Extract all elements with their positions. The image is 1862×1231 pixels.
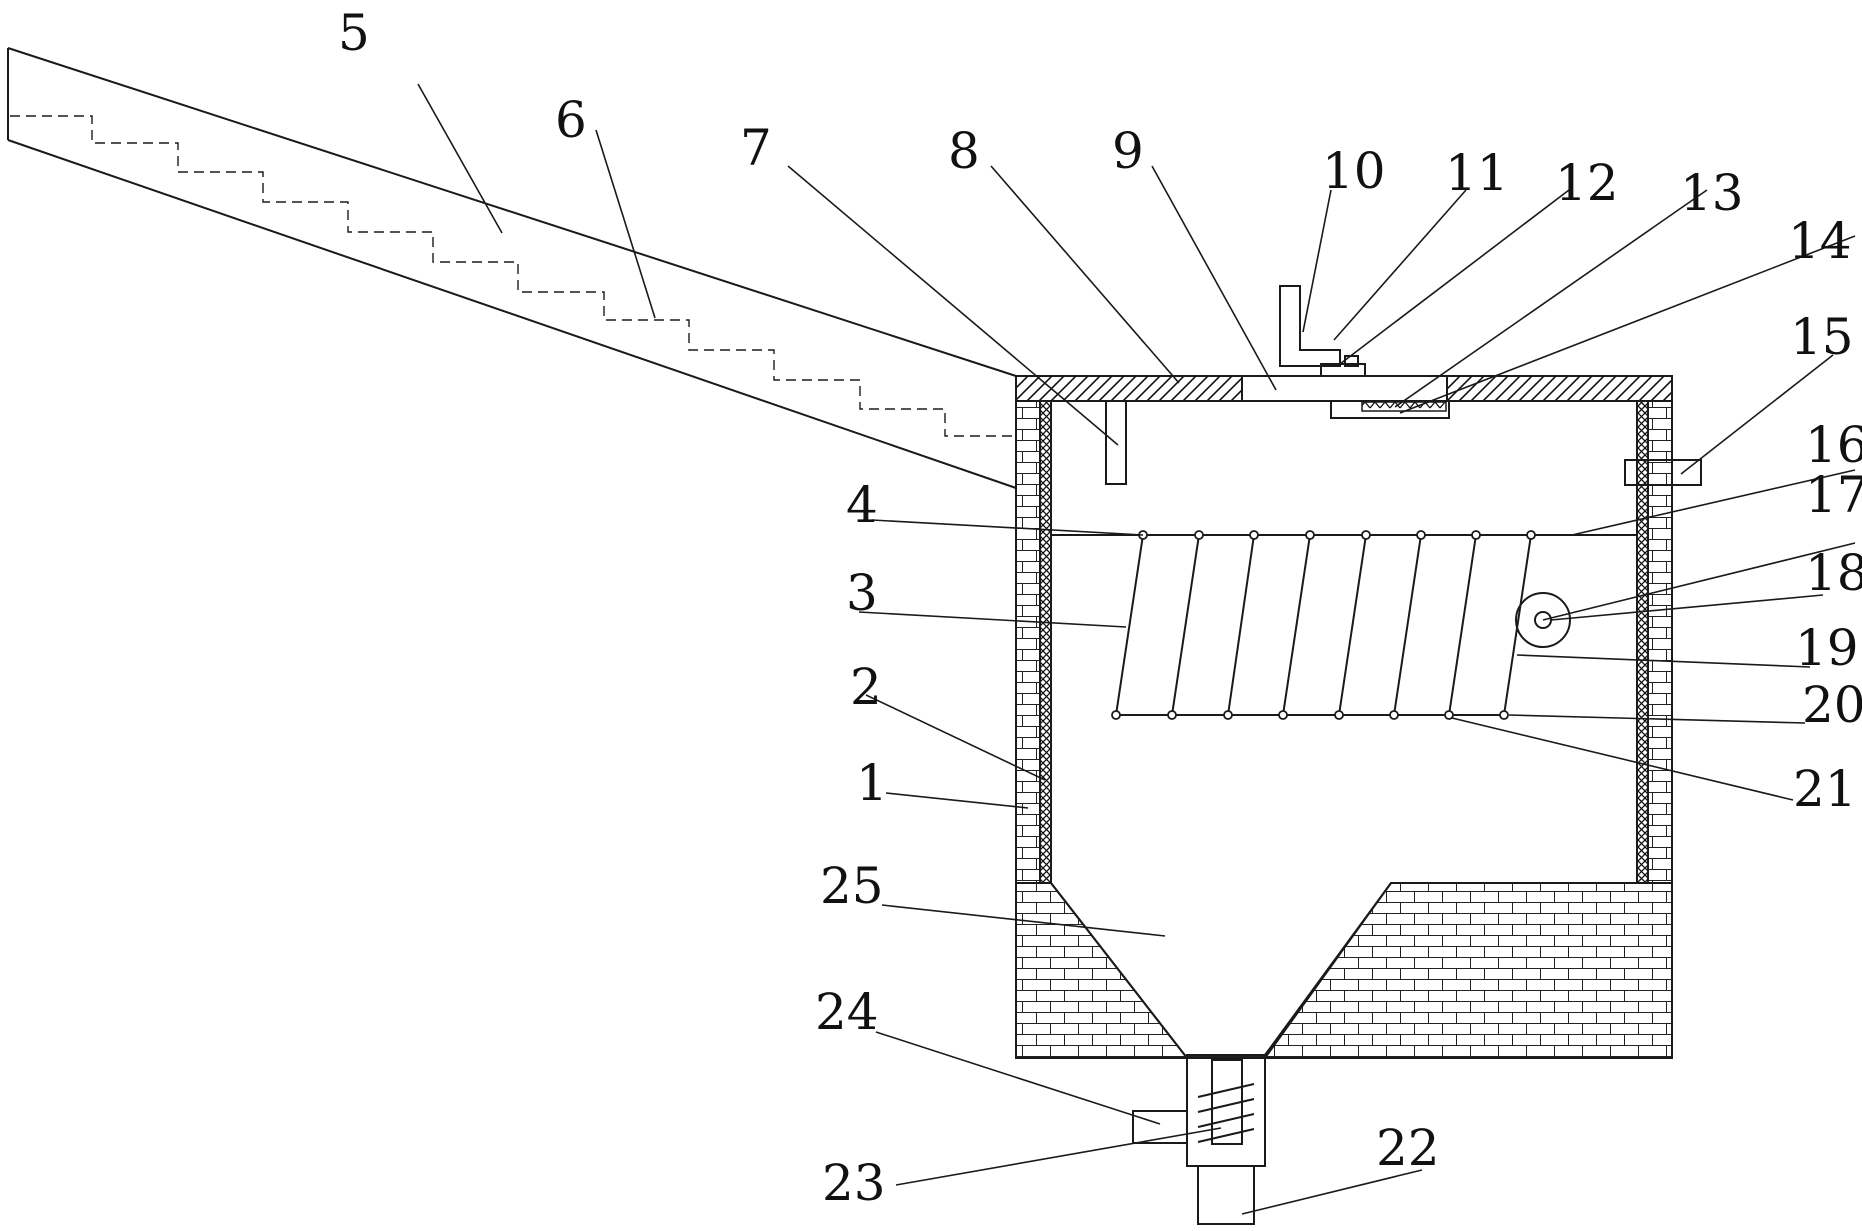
spring-wires <box>1115 534 1532 716</box>
label-4: 4 <box>846 476 878 534</box>
label-11: 11 <box>1445 144 1509 202</box>
label-19: 19 <box>1795 619 1859 677</box>
label-24: 24 <box>815 983 879 1041</box>
top-handle <box>1279 285 1366 377</box>
valve-coil <box>1197 1083 1255 1143</box>
label-15: 15 <box>1790 308 1854 366</box>
discharge-pipe <box>1132 1057 1266 1225</box>
label-22: 22 <box>1376 1119 1440 1177</box>
label-2: 2 <box>850 658 882 716</box>
inner-lining <box>1039 397 1649 884</box>
label-1: 1 <box>856 754 888 812</box>
label-17: 17 <box>1805 466 1862 524</box>
label-18: 18 <box>1805 544 1862 602</box>
label-16: 16 <box>1805 416 1862 474</box>
label-3: 3 <box>846 564 878 622</box>
valve-handle <box>1132 1110 1188 1144</box>
baffle <box>1105 400 1127 485</box>
stepped-guide <box>10 115 1014 437</box>
label-8: 8 <box>948 122 980 180</box>
label-20: 20 <box>1802 676 1862 734</box>
outer-wall <box>1015 397 1673 884</box>
rod-nodes <box>1111 530 1536 720</box>
bottom-base <box>1015 882 1673 1061</box>
label-14: 14 <box>1788 212 1852 270</box>
feed-chute <box>7 47 1017 489</box>
label-25: 25 <box>820 857 884 915</box>
label-13: 13 <box>1680 164 1744 222</box>
label-10: 10 <box>1322 142 1386 200</box>
label-7: 7 <box>740 119 772 177</box>
spring-strip <box>1361 401 1447 412</box>
label-5: 5 <box>338 4 370 62</box>
label-9: 9 <box>1112 122 1144 180</box>
label-6: 6 <box>555 91 587 149</box>
label-12: 12 <box>1555 154 1619 212</box>
label-21: 21 <box>1793 760 1857 818</box>
side-sensor <box>1624 459 1702 486</box>
top-cover <box>1015 375 1673 419</box>
part-labels: 5 6 7 8 9 10 11 12 13 14 15 16 17 18 19 … <box>338 4 1862 1212</box>
slide-plate <box>1330 400 1450 419</box>
feed-opening <box>1241 375 1448 402</box>
leader-lines <box>417 83 1856 1215</box>
label-23: 23 <box>822 1154 886 1212</box>
